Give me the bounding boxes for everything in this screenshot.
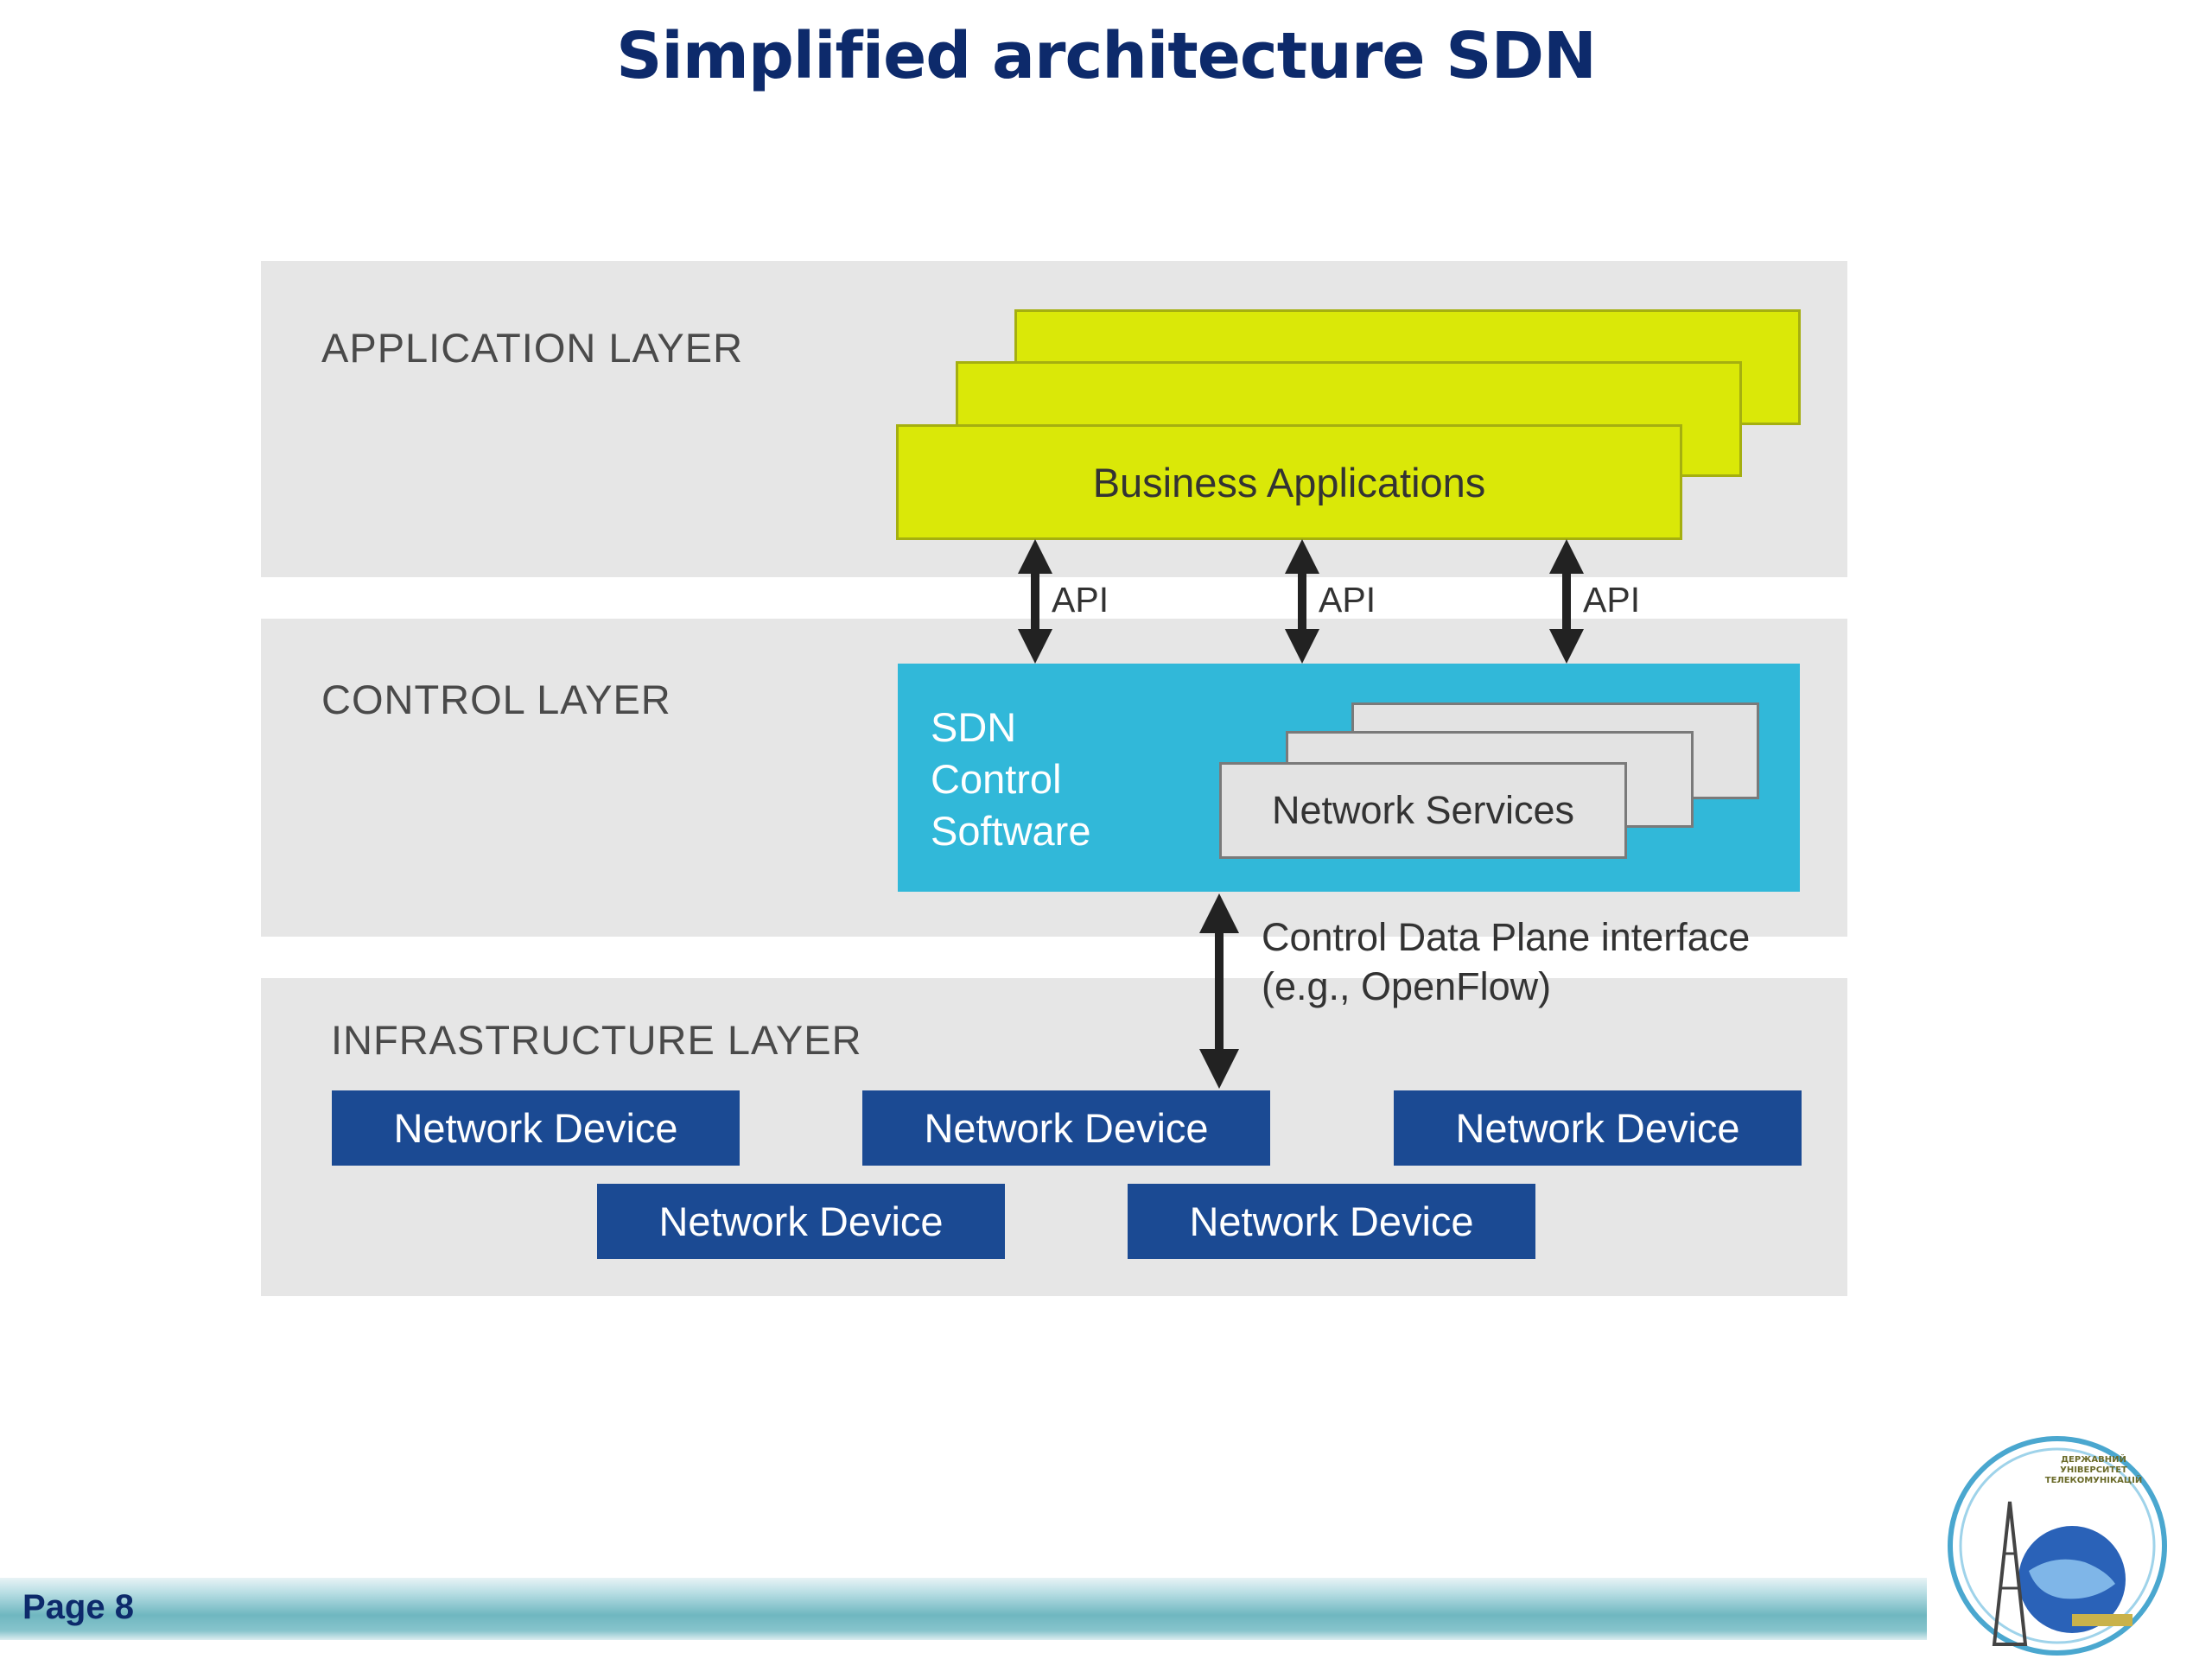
api-label: API <box>1052 580 1109 620</box>
api-arrow <box>1549 539 1584 664</box>
network-services-label: Network Services <box>1271 788 1575 832</box>
business-app-card-front: Business Applications <box>896 424 1682 540</box>
control-data-plane-interface-label: Control Data Plane interface (e.g., Open… <box>1262 915 1751 1008</box>
network-device: Network Device <box>1128 1184 1535 1259</box>
network-device: Network Device <box>1394 1090 1802 1166</box>
university-logo-icon: ДЕРЖАВНИЙ УНІВЕРСИТЕТ ТЕЛЕКОМУНІКАЦІЙ <box>1948 1436 2167 1656</box>
control-layer-label: CONTROL LAYER <box>321 677 671 722</box>
page-number: Page 8 <box>22 1588 134 1626</box>
business-applications-label: Business Applications <box>1092 459 1486 505</box>
api-label: API <box>1319 580 1376 620</box>
svg-text:ТЕЛЕКОМУНІКАЦІЙ: ТЕЛЕКОМУНІКАЦІЙ <box>2045 1474 2143 1485</box>
network-device: Network Device <box>862 1090 1270 1166</box>
api-arrow <box>1018 539 1052 664</box>
control-data-plane-arrow <box>1199 893 1239 1089</box>
network-device: Network Device <box>597 1184 1005 1259</box>
svg-text:УНІВЕРСИТЕТ: УНІВЕРСИТЕТ <box>2060 1465 2127 1475</box>
footer-bar <box>0 1578 1927 1640</box>
api-label: API <box>1583 580 1641 620</box>
application-layer-label: APPLICATION LAYER <box>321 325 744 371</box>
network-device: Network Device <box>332 1090 740 1166</box>
sdn-control-software-label: SDN Control Software <box>931 704 1091 854</box>
infrastructure-layer-label: INFRASTRUCTURE LAYER <box>331 1017 862 1063</box>
api-arrow <box>1285 539 1319 664</box>
network-services-card-front: Network Services <box>1219 762 1627 859</box>
page-title: Simplified architecture SDN <box>616 19 1597 93</box>
svg-text:ДЕРЖАВНИЙ: ДЕРЖАВНИЙ <box>2061 1453 2126 1465</box>
